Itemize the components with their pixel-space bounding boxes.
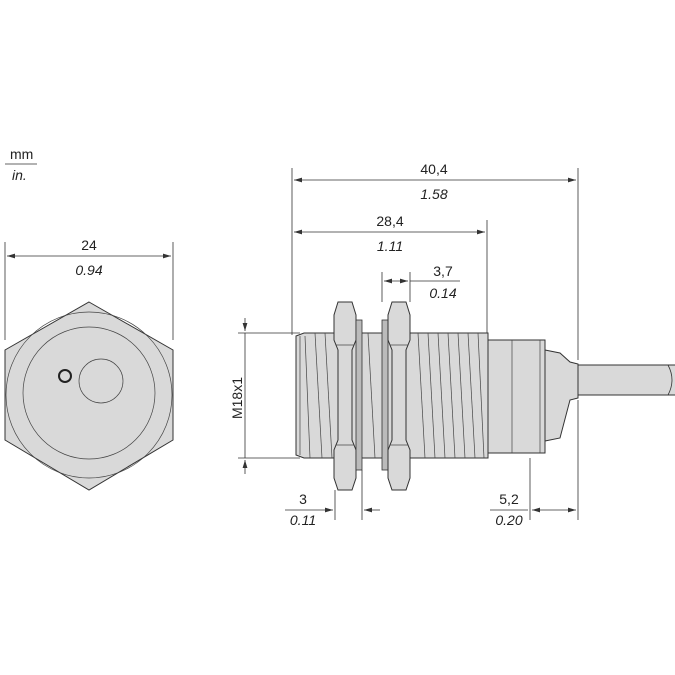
thread-length-mm: 28,4 <box>376 213 403 229</box>
unit-in: in. <box>12 167 27 183</box>
washer-in: 0.11 <box>290 512 316 528</box>
front-view: 24 0.94 <box>4 237 174 491</box>
sensing-face <box>22 326 156 460</box>
nut-right <box>387 301 411 491</box>
units-legend: mm in. <box>5 146 37 183</box>
nut-thickness-in: 0.14 <box>429 285 456 301</box>
thread-length-in: 1.11 <box>377 238 403 254</box>
side-dimensions: 40,4 1.58 28,4 1.11 3,7 0.14 M18x1 3 0.1… <box>229 161 579 528</box>
overall-length-mm: 40,4 <box>420 161 447 177</box>
overall-length-in: 1.58 <box>420 186 447 202</box>
hex-nut-outline <box>4 301 174 491</box>
outer-ring <box>5 311 173 479</box>
nut-thickness-mm: 3,7 <box>433 263 453 279</box>
lens <box>78 358 124 404</box>
thread-label: M18x1 <box>229 377 245 419</box>
washer-mm: 3 <box>299 491 307 507</box>
side-view <box>295 301 675 491</box>
unit-mm: mm <box>10 146 33 162</box>
washer-left <box>355 319 363 471</box>
front-width-mm: 24 <box>81 237 97 253</box>
front-width-in: 0.94 <box>75 262 102 278</box>
cable-exit-in: 0.20 <box>495 512 522 528</box>
rear-housing <box>487 339 546 454</box>
washer-right <box>381 319 389 471</box>
cable-exit-mm: 5,2 <box>499 491 519 507</box>
cable-gland <box>544 349 579 442</box>
led-indicator <box>58 369 72 383</box>
thread-lines <box>299 332 485 459</box>
